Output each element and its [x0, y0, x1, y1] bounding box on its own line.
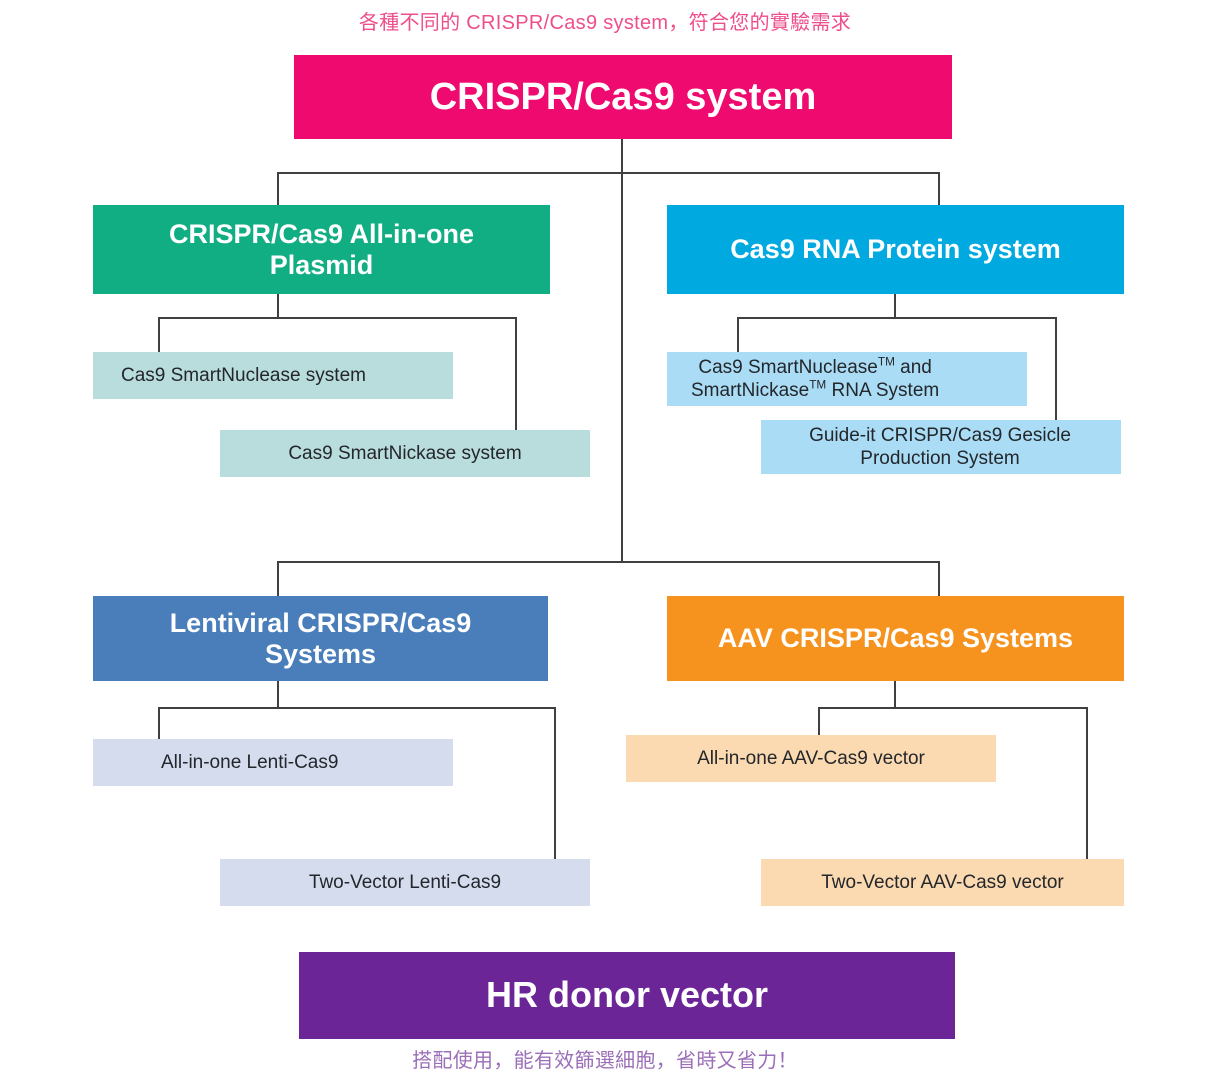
- node-crispr-allinone-plasmid-label: CRISPR/Cas9 All-in-one Plasmid: [168, 219, 475, 280]
- node-two-vector-aav-cas9-vector-label: Two-Vector AAV-Cas9 vector: [821, 871, 1064, 893]
- node-cas9-smartnuclease-system[interactable]: Cas9 SmartNuclease system: [93, 352, 453, 399]
- node-aav-crispr-systems[interactable]: AAV CRISPR/Cas9 Systems: [667, 596, 1124, 681]
- rna-leaf1-line2-a: SmartNickase: [691, 380, 810, 401]
- top-caption: 各種不同的 CRISPR/Cas9 system，符合您的實驗需求: [358, 12, 852, 34]
- node-cas9-smartnuclease-system-label: Cas9 SmartNuclease system: [121, 364, 366, 386]
- connector-level2-left-drop: [277, 172, 279, 206]
- connector-rna-stem: [894, 293, 896, 318]
- connector-plasmid-stem: [277, 293, 279, 318]
- node-aav-crispr-systems-label: AAV CRISPR/Cas9 Systems: [717, 623, 1074, 654]
- rna-leaf1-line2-b: RNA System: [826, 380, 940, 401]
- node-cas9-rna-protein-system[interactable]: Cas9 RNA Protein system: [667, 205, 1124, 294]
- connector-lenti-leaf2-drop: [554, 707, 556, 859]
- node-two-vector-lenti-cas9-label: Two-Vector Lenti-Cas9: [308, 871, 502, 893]
- node-two-vector-aav-cas9-vector[interactable]: Two-Vector AAV-Cas9 vector: [761, 859, 1124, 906]
- connector-root-trunk: [621, 139, 623, 562]
- node-cas9-smartnickase-system[interactable]: Cas9 SmartNickase system: [220, 430, 590, 477]
- connector-lenti-horizontal: [158, 707, 555, 709]
- node-all-in-one-aav-cas9-vector[interactable]: All-in-one AAV-Cas9 vector: [626, 735, 996, 782]
- connector-aav-horizontal: [818, 707, 1088, 709]
- node-hr-donor-vector[interactable]: HR donor vector: [299, 952, 955, 1039]
- connector-plasmid-leaf2-drop: [515, 317, 517, 430]
- rna-leaf1-line1-b: and: [894, 356, 932, 378]
- node-root[interactable]: CRISPR/Cas9 system: [294, 55, 952, 139]
- node-crispr-allinone-plasmid[interactable]: CRISPR/Cas9 All-in-one Plasmid: [93, 205, 550, 294]
- connector-lenti-stem: [277, 681, 279, 708]
- connector-plasmid-horizontal: [158, 317, 516, 319]
- connector-rna-leaf2-drop: [1055, 317, 1057, 420]
- node-smartnuclease-smartnickase-rna-system-label: Cas9 SmartNucleaseTM and SmartNickaseTM …: [691, 356, 939, 402]
- node-all-in-one-lenti-cas9[interactable]: All-in-one Lenti-Cas9: [93, 739, 453, 786]
- connector-plasmid-leaf1-drop: [158, 317, 160, 352]
- connector-aav-leaf2-drop: [1086, 707, 1088, 859]
- node-cas9-smartnickase-system-label: Cas9 SmartNickase system: [288, 442, 522, 464]
- connector-aav-stem: [894, 681, 896, 708]
- bottom-caption: 搭配使用，能有效篩選細胞，省時又省力！: [412, 1050, 798, 1072]
- connector-aav-leaf1-drop: [818, 707, 820, 735]
- connector-level3-horizontal: [277, 561, 940, 563]
- connector-level3-left-drop: [277, 561, 279, 597]
- node-all-in-one-lenti-cas9-label: All-in-one Lenti-Cas9: [161, 751, 339, 773]
- connector-rna-leaf1-drop: [737, 317, 739, 352]
- node-root-label: CRISPR/Cas9 system: [429, 75, 817, 118]
- node-smartnuclease-smartnickase-rna-system[interactable]: Cas9 SmartNucleaseTM and SmartNickaseTM …: [667, 352, 1027, 406]
- connector-level2-horizontal: [277, 172, 940, 174]
- node-guide-it-gesicle-production-system[interactable]: Guide-it CRISPR/Cas9 Gesicle Production …: [761, 420, 1121, 474]
- node-cas9-rna-protein-system-label: Cas9 RNA Protein system: [730, 234, 1061, 265]
- rna-leaf1-line1-a: Cas9 SmartNuclease: [698, 356, 878, 378]
- node-lentiviral-crispr-systems[interactable]: Lentiviral CRISPR/Cas9 Systems: [93, 596, 548, 681]
- node-hr-donor-vector-label: HR donor vector: [485, 974, 769, 1016]
- connector-level3-right-drop: [938, 561, 940, 597]
- connector-rna-horizontal: [737, 317, 1057, 319]
- node-all-in-one-aav-cas9-vector-label: All-in-one AAV-Cas9 vector: [697, 747, 925, 769]
- trademark-icon: TM: [809, 378, 827, 392]
- node-lentiviral-crispr-systems-label: Lentiviral CRISPR/Cas9 Systems: [169, 608, 472, 669]
- node-guide-it-gesicle-production-system-label: Guide-it CRISPR/Cas9 Gesicle Production …: [809, 424, 1071, 469]
- connector-level2-right-drop: [938, 172, 940, 206]
- connector-lenti-leaf1-drop: [158, 707, 160, 739]
- trademark-icon: TM: [877, 355, 895, 369]
- node-two-vector-lenti-cas9[interactable]: Two-Vector Lenti-Cas9: [220, 859, 590, 906]
